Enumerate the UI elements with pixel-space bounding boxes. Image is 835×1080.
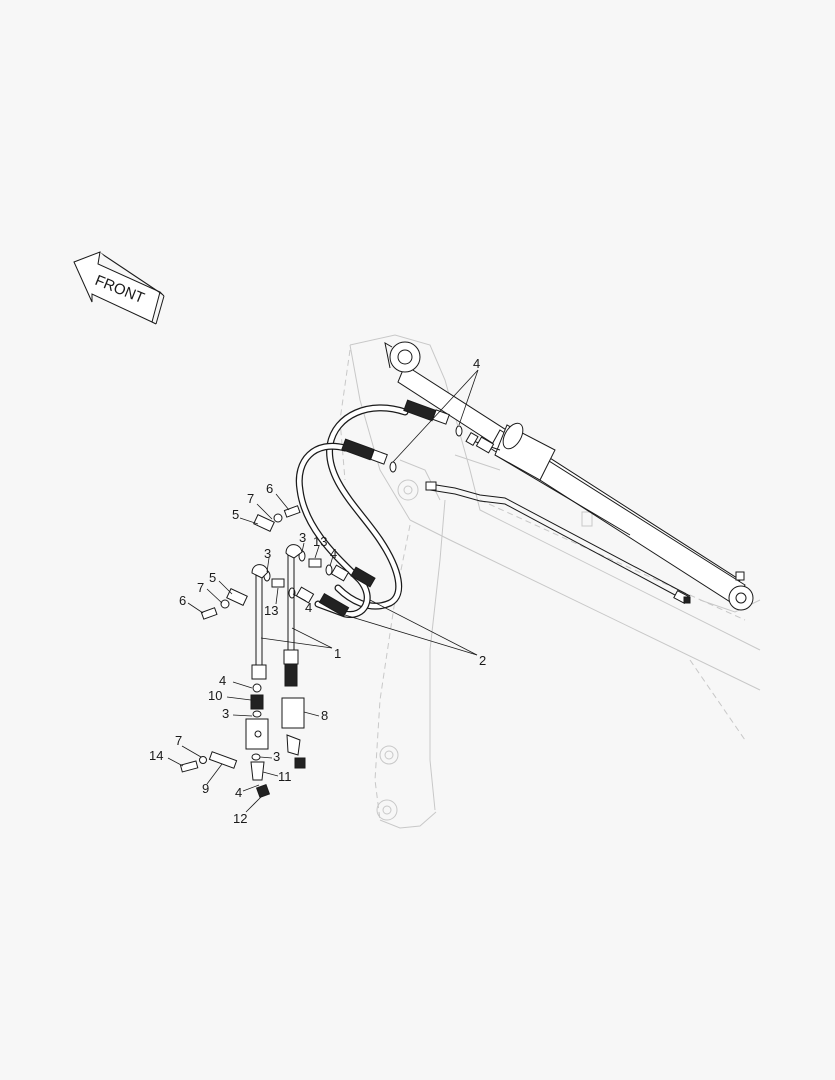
callout-2: 2 bbox=[479, 653, 486, 668]
callout-5: 5 bbox=[209, 570, 216, 585]
callout-10: 10 bbox=[208, 688, 222, 703]
callout-4: 4 bbox=[235, 785, 242, 800]
leader-lines bbox=[167, 369, 479, 813]
callout-12: 12 bbox=[233, 811, 247, 826]
callout-3: 3 bbox=[273, 749, 280, 764]
callout-5: 5 bbox=[232, 507, 239, 522]
callout-13: 13 bbox=[313, 534, 327, 549]
callout-3: 3 bbox=[222, 706, 229, 721]
clamps-and-bolts bbox=[200, 505, 301, 620]
callout-14: 14 bbox=[149, 748, 163, 763]
callout-7: 7 bbox=[175, 733, 182, 748]
callout-1: 1 bbox=[334, 646, 341, 661]
callout-4: 4 bbox=[473, 356, 480, 371]
lower-fittings bbox=[179, 683, 306, 799]
callout-7: 7 bbox=[197, 580, 204, 595]
front-arrow-icon: FRONT bbox=[73, 251, 165, 325]
callout-8: 8 bbox=[321, 708, 328, 723]
steel-pipes bbox=[251, 544, 303, 687]
callout-4: 4 bbox=[305, 600, 312, 615]
hose-assembly bbox=[295, 399, 450, 618]
callout-3: 3 bbox=[299, 530, 306, 545]
callout-6: 6 bbox=[266, 481, 273, 496]
callout-3: 3 bbox=[264, 546, 271, 561]
boom-structure-outline bbox=[339, 334, 761, 829]
callout-7: 7 bbox=[247, 491, 254, 506]
callout-4: 4 bbox=[330, 546, 337, 561]
callout-6: 6 bbox=[179, 593, 186, 608]
callout-9: 9 bbox=[202, 781, 209, 796]
arm-cylinder bbox=[384, 341, 754, 611]
callout-13: 13 bbox=[264, 603, 278, 618]
steel-line bbox=[425, 481, 691, 605]
callout-11: 11 bbox=[278, 769, 292, 784]
callout-4: 4 bbox=[219, 673, 226, 688]
callout-labels: 4 2 1 6 7 5 5 7 6 3 13 3 13 4 4 4 10 3 8… bbox=[149, 356, 486, 826]
